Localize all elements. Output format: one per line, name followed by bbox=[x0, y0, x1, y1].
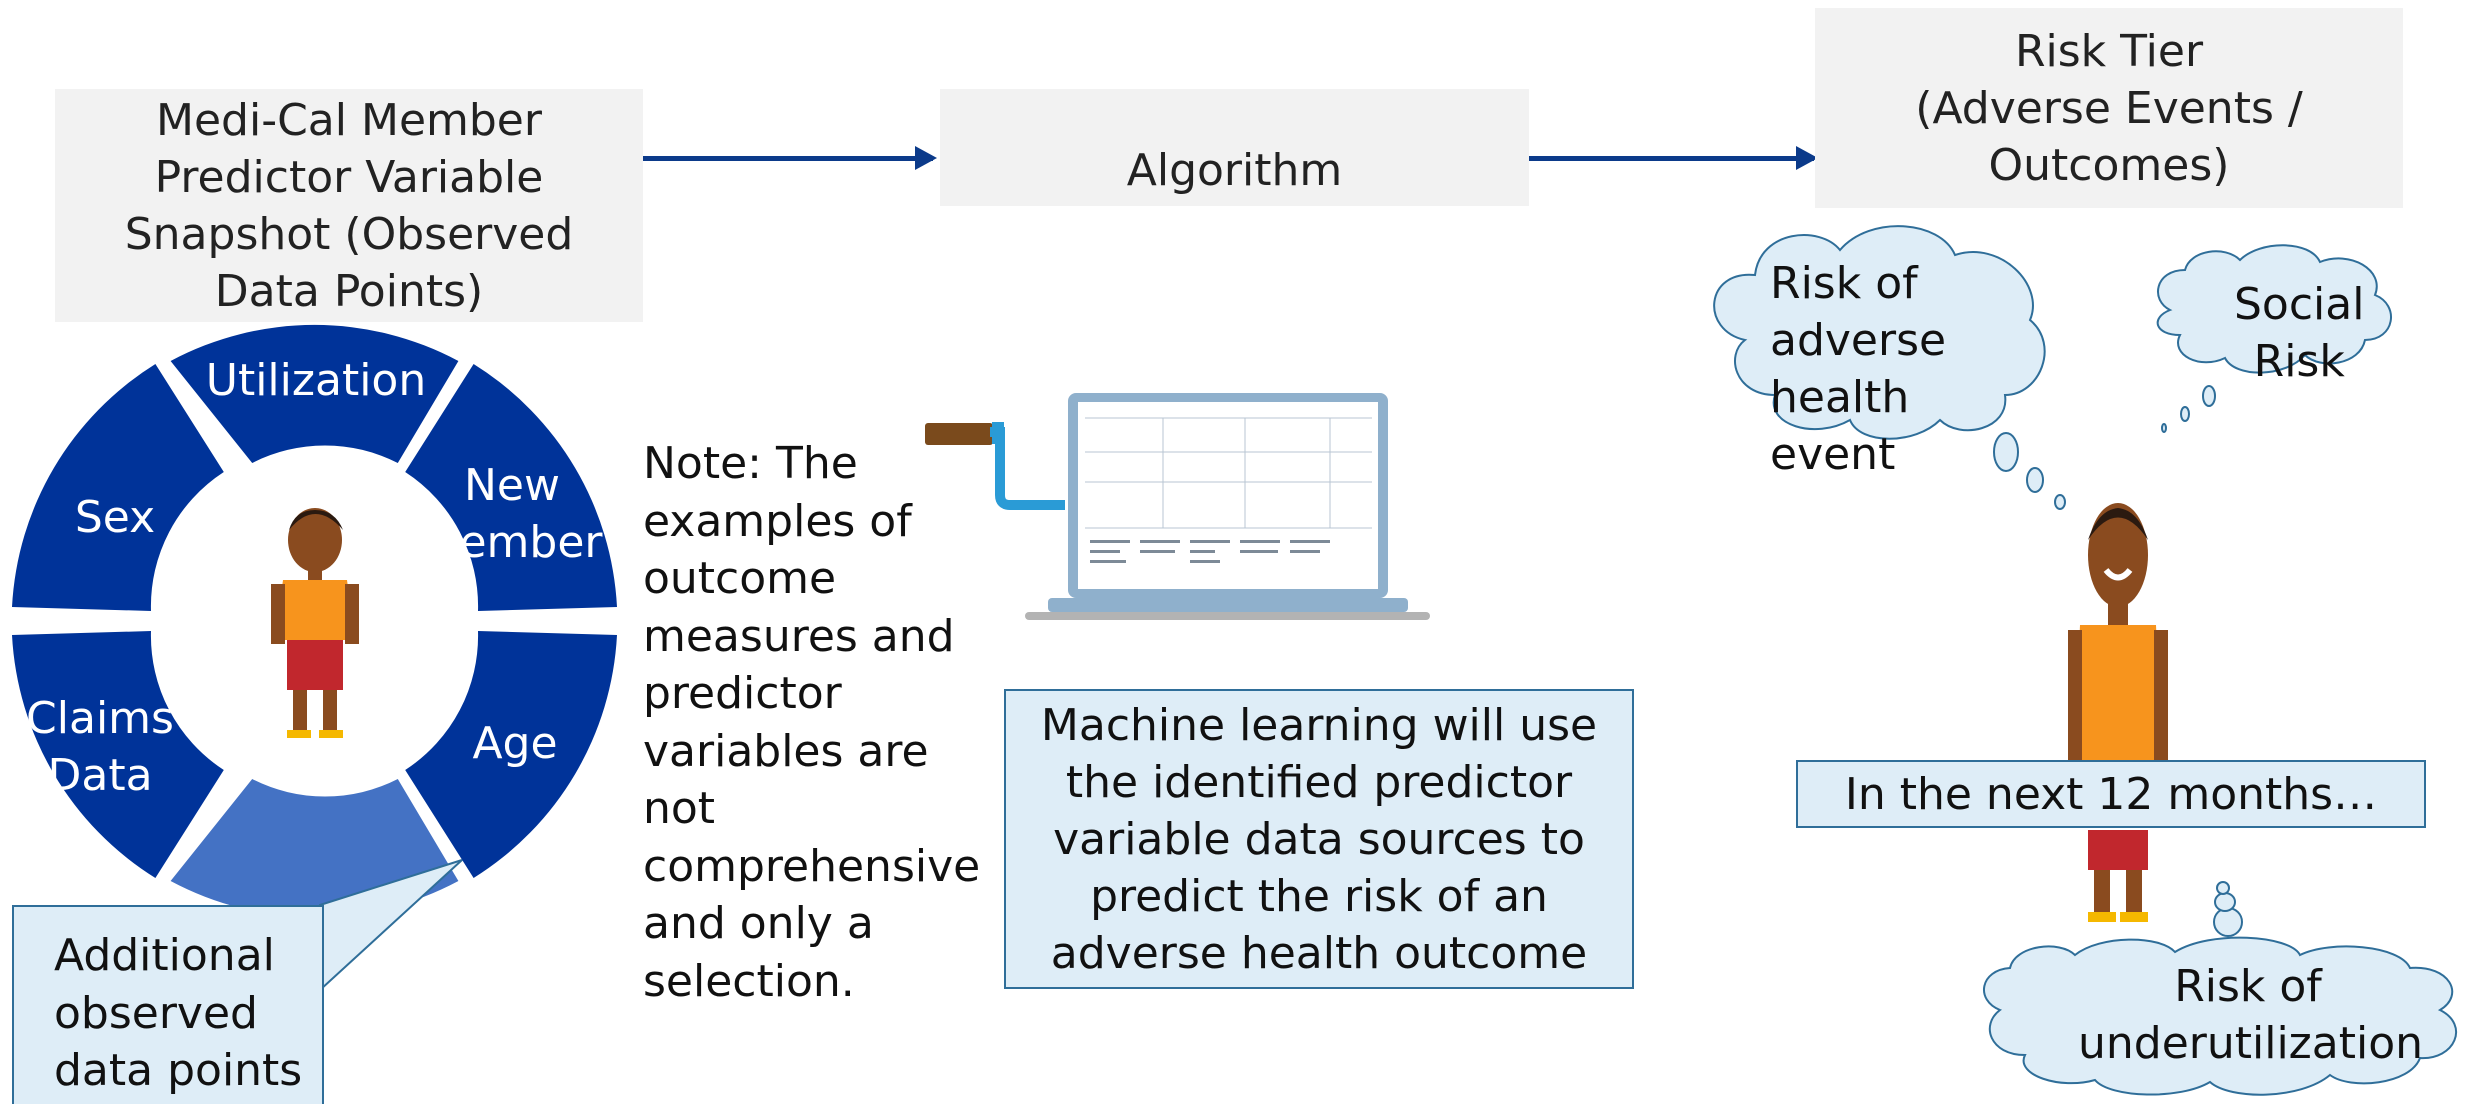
algorithm-label: Algorithm bbox=[1126, 144, 1343, 196]
at-risk-member-figure bbox=[2068, 503, 2168, 922]
timeframe-box: In the next 12 months… bbox=[1796, 760, 2426, 828]
input-snapshot-box: Medi-Cal Member Predictor Variable Snaps… bbox=[55, 89, 643, 322]
cloud-underutilization bbox=[1983, 881, 2458, 1096]
wheel-segment-new-member bbox=[405, 364, 617, 611]
input-snapshot-label: Medi-Cal Member Predictor Variable Snaps… bbox=[124, 94, 574, 317]
wheel-label-age: Age bbox=[472, 718, 557, 769]
wheel-segment-utilization bbox=[170, 324, 459, 463]
algorithm-laptop-illustration bbox=[925, 393, 1430, 620]
wheel-segment-additional bbox=[170, 779, 459, 918]
cloud-adverse-health-event bbox=[1713, 225, 2066, 510]
timeframe-label: In the next 12 months… bbox=[1844, 768, 2378, 820]
wheel-segment-age bbox=[405, 631, 617, 878]
machine-learning-box: Machine learning will use the identified… bbox=[1004, 689, 1634, 989]
member-figure bbox=[271, 508, 359, 738]
cloud-social-risk bbox=[2156, 244, 2392, 433]
cloud-underutilization-label: Risk of underutilization bbox=[2078, 961, 2424, 1069]
additional-data-points-callout: Additional observed data points bbox=[12, 905, 324, 1104]
arrow-algorithm-to-risk-tier bbox=[1529, 146, 1818, 170]
risk-tier-box: Risk Tier (Adverse Events / Outcomes) bbox=[1815, 8, 2403, 208]
note-text: Note: The examples of outcome measures a… bbox=[643, 438, 981, 1007]
cloud-social-label: Social Risk bbox=[2234, 279, 2365, 387]
wheel-segment-claims-data bbox=[12, 631, 224, 878]
risk-tier-label: Risk Tier (Adverse Events / Outcomes) bbox=[1915, 25, 2303, 191]
algorithm-box: Algorithm bbox=[940, 89, 1529, 206]
arrow-input-to-algorithm bbox=[643, 146, 937, 170]
wheel-label-utilization: Utilization bbox=[206, 355, 426, 406]
wheel-label-sex: Sex bbox=[75, 492, 155, 543]
cloud-adverse-label: Risk of adverse health event bbox=[1770, 258, 1947, 480]
wheel-segment-sex bbox=[12, 364, 224, 611]
